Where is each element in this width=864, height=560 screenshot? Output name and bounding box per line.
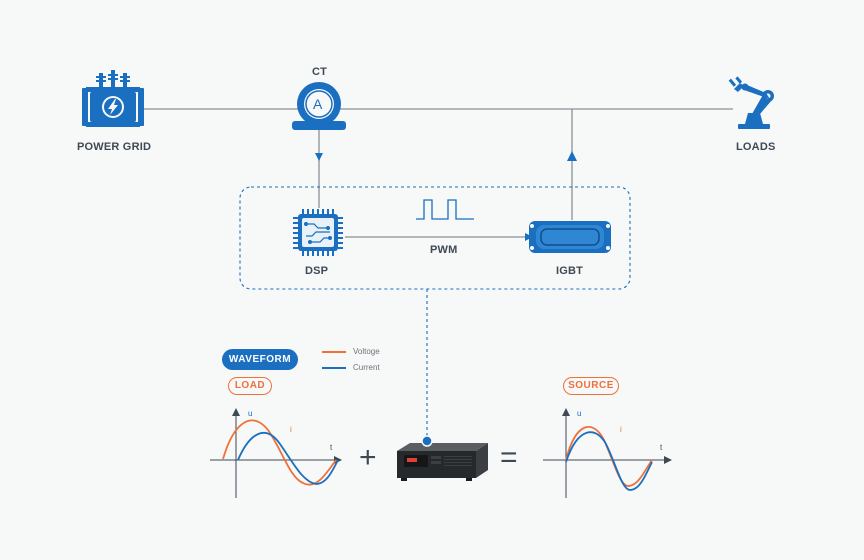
dsp-label: DSP: [305, 265, 329, 277]
ct-label: CT: [312, 66, 328, 78]
source-waveform-graph: [543, 408, 672, 498]
power-grid-label: POWER GRID: [77, 141, 152, 153]
waveform-badge: WAVEFORM: [222, 349, 298, 370]
igbt-to-bus-arrow: [567, 151, 577, 161]
equals-sign: =: [500, 441, 518, 474]
legend-voltage-label: Voltoge: [353, 347, 380, 356]
pwm-pulse-icon: [416, 199, 474, 220]
load-u-label: u: [248, 409, 253, 418]
load-voltage-curve: [222, 419, 337, 486]
igbt-label: IGBT: [556, 265, 584, 277]
transformer-lightning-icon: [82, 70, 144, 127]
ct-symbol: A: [313, 96, 323, 112]
control-box: [239, 186, 631, 290]
source-i-label: i: [620, 425, 622, 434]
loads-label: LOADS: [736, 141, 776, 153]
robot-arm-icon: [728, 76, 774, 129]
source-u-label: u: [577, 409, 582, 418]
source-badge: SOURCE: [563, 377, 619, 395]
load-waveform-graph: [210, 408, 342, 498]
ct-to-dsp-arrow: [315, 153, 323, 161]
load-badge: LOAD: [228, 377, 272, 395]
chip-icon: [293, 209, 343, 256]
load-i-label: i: [290, 425, 292, 434]
source-t-label: t: [660, 443, 663, 452]
current-transformer-icon: [292, 82, 346, 130]
pwm-label: PWM: [430, 244, 458, 256]
source-current-curve: [565, 431, 653, 491]
load-current-curve: [237, 432, 339, 485]
legend-current-label: Current: [353, 363, 380, 372]
load-t-label: t: [330, 443, 333, 452]
plus-sign: +: [359, 441, 377, 474]
source-voltage-curve: [565, 425, 653, 487]
igbt-module-icon: [529, 221, 611, 253]
power-device-icon: [397, 435, 488, 481]
